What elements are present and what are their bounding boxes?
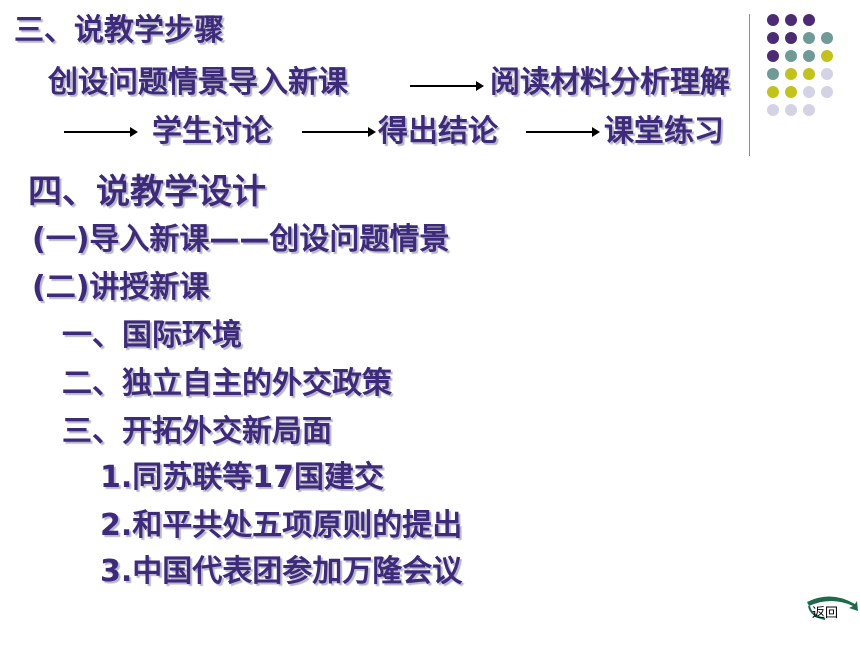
decorative-dot [821, 68, 833, 80]
arrow-right-icon [64, 127, 138, 137]
decorative-dot [821, 32, 833, 44]
curved-arrow-icon [807, 596, 858, 620]
step-draw-conclusion: 得出结论 [378, 114, 498, 149]
outline-part1: (一)导入新课——创设问题情景 [32, 222, 450, 257]
decorative-dot [803, 32, 815, 44]
decorative-dot [803, 86, 815, 98]
outline-item2: 二、独立自主的外交政策 [62, 366, 392, 401]
section3-title: 三、说教学步骤 [14, 13, 224, 48]
decorative-dot [785, 68, 797, 80]
outline-sub1: 1.同苏联等17国建交 [100, 460, 385, 495]
outline-item3: 三、开拓外交新局面 [62, 414, 332, 449]
step-student-discussion: 学生讨论 [152, 114, 272, 149]
step-create-scenario: 创设问题情景导入新课 [48, 65, 348, 100]
decorative-dot [803, 14, 815, 26]
decorative-dot [821, 50, 833, 62]
step-class-exercise: 课堂练习 [604, 114, 724, 149]
return-button[interactable]: 返回 [803, 592, 859, 622]
decorative-dot [767, 14, 779, 26]
decorative-dot [767, 86, 779, 98]
step-read-materials: 阅读材料分析理解 [490, 65, 730, 100]
outline-sub3: 3.中国代表团参加万隆会议 [100, 554, 463, 589]
decorative-dot [785, 14, 797, 26]
arrow-right-icon [526, 127, 600, 137]
decorative-dot [767, 32, 779, 44]
decorative-dot [767, 50, 779, 62]
decorative-dot [785, 86, 797, 98]
arrow-right-icon [410, 81, 484, 91]
decorative-dot [785, 104, 797, 116]
return-label: 返回 [811, 606, 838, 621]
decorative-dot [821, 86, 833, 98]
decorative-divider [749, 14, 750, 156]
decorative-dot [803, 104, 815, 116]
decorative-dot [803, 68, 815, 80]
decorative-dot [785, 50, 797, 62]
decorative-dot [767, 68, 779, 80]
decorative-dot [767, 104, 779, 116]
outline-item1: 一、国际环境 [62, 318, 242, 353]
decorative-dot [803, 50, 815, 62]
outline-sub2: 2.和平共处五项原则的提出 [100, 508, 463, 543]
section4-title: 四、说教学设计 [28, 172, 266, 212]
outline-part2: (二)讲授新课 [32, 270, 210, 305]
decorative-dot [785, 32, 797, 44]
arrow-right-icon [302, 127, 376, 137]
